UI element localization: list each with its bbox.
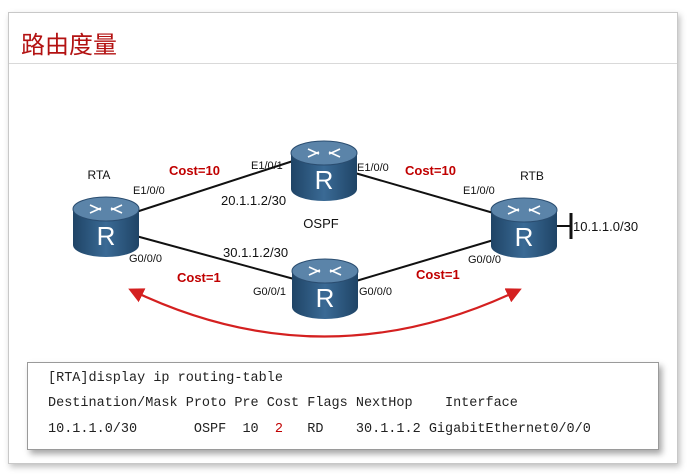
router-top-glyph: R (315, 165, 334, 195)
route-proto: OSPF (193, 422, 227, 437)
cost-rta-bottom: Cost=1 (177, 270, 221, 285)
router-arrows-icon (507, 205, 541, 215)
path-arrow (128, 288, 522, 338)
network-rtb: 10.1.1.0/30 (573, 219, 638, 234)
route-flags: RD (307, 422, 324, 437)
router-rtb[interactable]: R (490, 197, 558, 258)
iface-rta-g0-0-0: G0/0/0 (129, 253, 162, 265)
router-arrows-icon (307, 148, 341, 158)
iface-bottom-g0-0-1: G0/0/1 (253, 286, 286, 298)
route-destination: 10.1.1.0/30 (48, 422, 138, 437)
router-arrows-icon (308, 266, 342, 276)
link-bottom-rtb (355, 238, 498, 282)
console-output: [RTA]display ip routing-table Destinatio… (27, 362, 659, 450)
route-nexthop: 30.1.1.2 (355, 422, 421, 437)
router-rta-glyph: R (97, 221, 116, 251)
page-title: 路由度量 (21, 31, 117, 59)
cost-top-rtb: Cost=10 (405, 163, 456, 178)
router-rta-name: RTA (88, 168, 111, 182)
route-interface: GigabitEthernet0/0/0 (428, 422, 591, 437)
iface-rta-e1-0-0: E1/0/0 (133, 185, 165, 197)
console-command: [RTA]display ip routing-table (48, 371, 283, 386)
link-rta-bottom (135, 235, 295, 280)
route-cost: 2 (274, 422, 283, 437)
iface-top-e1-0-0: E1/0/0 (357, 162, 389, 174)
router-arrows-icon (89, 204, 123, 214)
cost-bottom-rtb: Cost=1 (416, 267, 460, 282)
link-rta-top (135, 160, 294, 213)
protocol-label: OSPF (303, 216, 338, 231)
iface-bottom-g0-0-0: G0/0/0 (359, 286, 392, 298)
router-bottom[interactable]: R (291, 258, 359, 319)
link-top-rtb (354, 172, 498, 215)
router-rta[interactable]: R (72, 196, 140, 257)
network-30: 30.1.1.2/30 (223, 245, 288, 260)
console-header: Destination/Mask Proto Pre Cost Flags Ne… (48, 396, 518, 411)
router-bottom-glyph: R (316, 283, 335, 313)
router-rtb-name: RTB (520, 169, 544, 183)
router-rtb-glyph: R (515, 222, 534, 252)
network-20: 20.1.1.2/30 (221, 193, 286, 208)
iface-top-e1-0-1: E1/0/1 (251, 160, 283, 172)
router-top[interactable]: R (290, 140, 358, 201)
console-route-row: 10.1.1.0/30 OSPF 10 2 RD 30.1.1.2 Gigabi… (48, 422, 591, 437)
title-divider (9, 63, 677, 64)
title-bar: 路由度量 (9, 13, 677, 59)
slide: 路由度量 (8, 12, 678, 464)
network-diagram: R R R (72, 140, 638, 338)
iface-rtb-g0-0-0: G0/0/0 (468, 254, 501, 266)
route-pre: 10 (242, 422, 259, 437)
cost-rta-top: Cost=10 (169, 163, 220, 178)
iface-rtb-e1-0-0: E1/0/0 (463, 185, 495, 197)
